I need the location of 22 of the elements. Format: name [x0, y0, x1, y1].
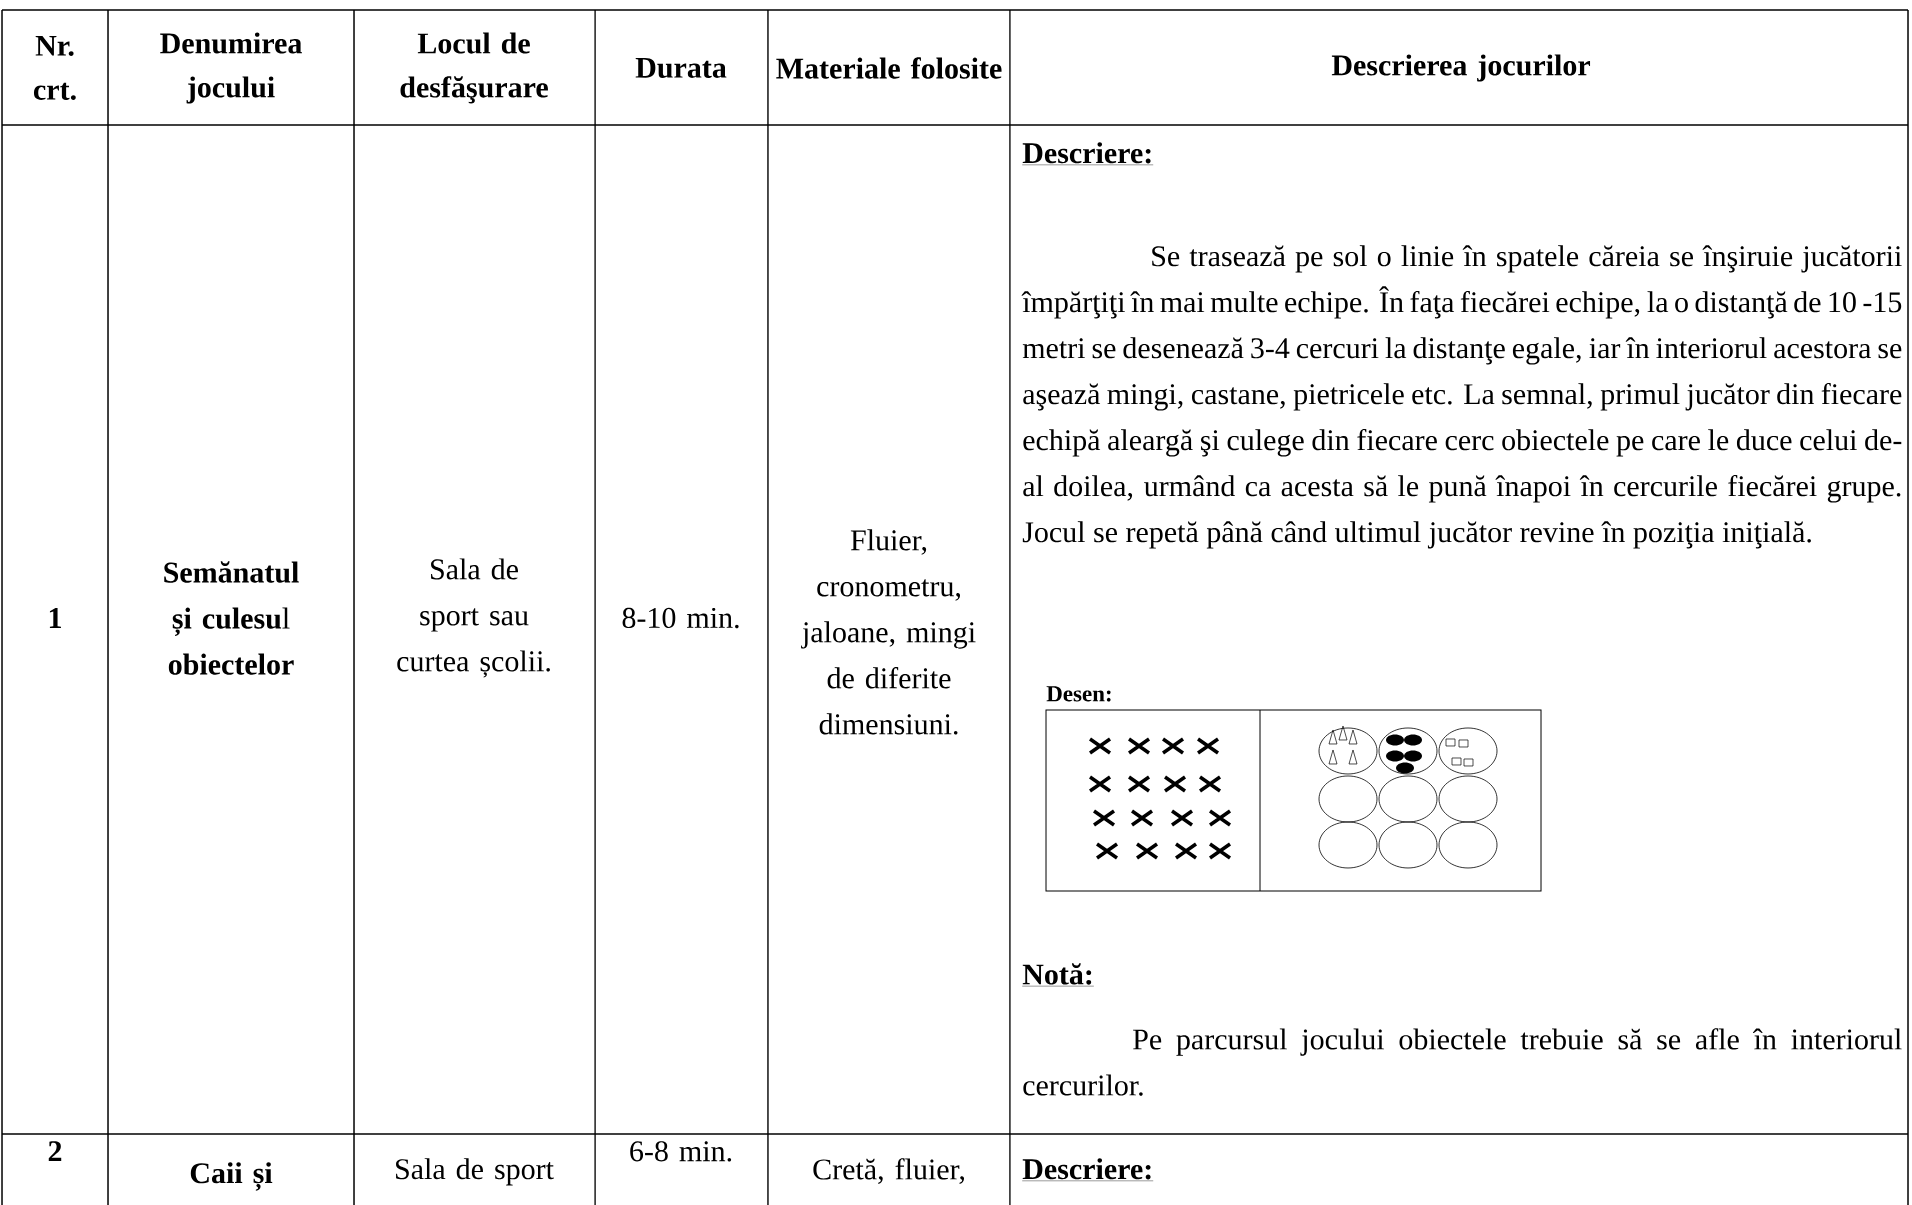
- column-header: Denumirea jocului: [160, 32, 302, 104]
- location-text: Sala de sport sau curtea școlii.: [397, 558, 550, 678]
- row-number: 2: [48, 1141, 62, 1162]
- note-text: Pe parcursul jocului obiectele trebuie să se afle în interiorul cercurilor.: [1023, 1028, 1902, 1096]
- column-header: Descrierea jocurilor: [1331, 54, 1591, 82]
- section-heading: Descriere:: [1022, 142, 1154, 166]
- game-name: Semănatul și culesul obiectelor: [164, 561, 299, 675]
- game-name: Caii și: [190, 1162, 273, 1191]
- duration-text: 8-10 min.: [622, 607, 739, 629]
- section-heading: Notă:: [1022, 963, 1095, 987]
- description-text: Se trasează pe sol o linie în spatele căreia se înşiruie jucătorii împărţiţi în mai multe echipe. În faţa fiecărei echipe, la o distanţă de 10 -15 metri se desenează 3-4 cercuri la distanţe egale, iar în interiorul acestora se aşează mingi, castane, pietricele etc. La semnal, primul jucător din fiecare echipă aleargă şi culege din fiecare cerc obiectele pe care le duce celui de-al doilea, urmând ca acesta să le pună înapoi în cercurile fiecărei grupe. Jocul se repetă până când ultimul jucător revine în poziţia iniţială.: [1021, 245, 1902, 549]
- column-header: Nr. crt.: [33, 35, 76, 100]
- materials-text: Fluier, cronometru, jaloane, mingi de diferite dimensiuni.: [801, 529, 976, 735]
- drawing-label: Desen:: [1046, 686, 1111, 702]
- location-text: Sala de sport: [396, 1158, 554, 1186]
- column-header: Materiale folosite: [776, 57, 1002, 79]
- column-header: Durata: [635, 57, 727, 78]
- section-heading: Descriere:: [1022, 1158, 1154, 1181]
- row-number: 1: [49, 608, 61, 628]
- column-header: Locul de desfăşurare: [400, 32, 548, 104]
- duration-text: 6-8 min.: [630, 1141, 732, 1162]
- materials-text: Cretă, fluier,: [813, 1158, 965, 1184]
